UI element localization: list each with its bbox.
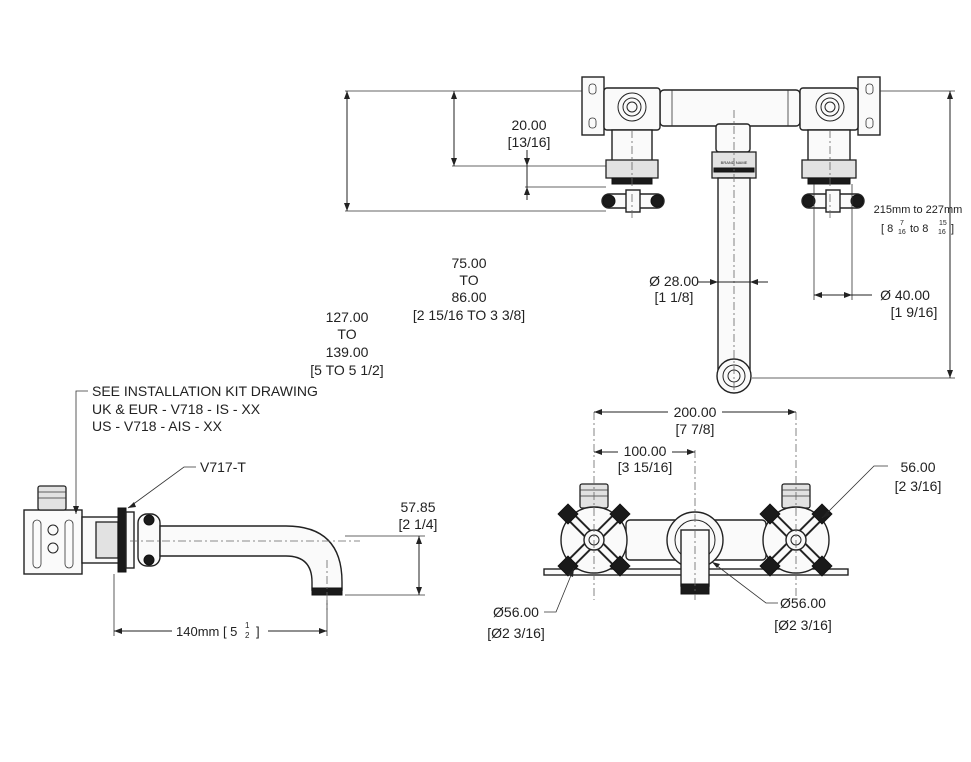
dia-56-left-imperial: [Ø2 3/16]: [487, 625, 545, 641]
mounting-plate-icon: [799, 76, 881, 136]
dim-215-imperial: [ 8 7 16 to 8 15 16 ]: [881, 220, 954, 236]
top-view: BRAND NAME: [581, 76, 881, 394]
side-spout: [159, 525, 343, 591]
dim-100-value: 100.00: [624, 443, 667, 459]
part-ref-label: V717-T: [200, 459, 246, 475]
svg-text:1: 1: [245, 621, 250, 630]
cross-handle-icon: [801, 189, 865, 213]
dim-127-to: TO: [337, 326, 356, 342]
dim-75-imperial: [2 15/16 TO 3 3/8]: [413, 307, 525, 323]
svg-text:7: 7: [900, 220, 904, 227]
dim-20-imperial: [13/16]: [508, 134, 551, 150]
dia-56-right-imperial: [Ø2 3/16]: [774, 617, 832, 633]
dim-127-value: 127.00: [326, 309, 369, 325]
svg-text:to 8: to 8: [910, 223, 928, 235]
svg-text:16: 16: [938, 229, 946, 236]
dia-56-right-value: Ø56.00: [780, 595, 826, 611]
mounting-plate-icon: [581, 76, 661, 136]
dim-28-imperial: [1 1/8]: [655, 289, 694, 305]
dim-56-value: 56.00: [900, 459, 935, 475]
dim-40-value: Ø 40.00: [880, 287, 930, 303]
svg-text:16: 16: [898, 229, 906, 236]
dim-75-to: TO: [459, 272, 478, 288]
dim-127-imperial: [5 TO 5 1/2]: [310, 362, 383, 378]
dim-57-value: 57.85: [400, 499, 435, 515]
svg-text:[ 8: [ 8: [881, 223, 893, 235]
dia-56-left-value: Ø56.00: [493, 604, 539, 620]
manifold-bar: [659, 89, 801, 127]
dim-139-value: 139.00: [326, 344, 369, 360]
dim-86-value: 86.00: [451, 289, 486, 305]
dim-56-imperial: [2 3/16]: [895, 478, 942, 494]
side-view: 57.85 [2 1/4] 140mm [ 5 1 2 ] SEE INSTAL…: [23, 383, 438, 640]
dim-140-label: 140mm [ 5 1 2 ]: [176, 621, 260, 640]
dim-40-imperial: [1 9/16]: [891, 304, 938, 320]
install-note-line3: US - V718 - AIS - XX: [92, 418, 223, 434]
cross-handle-icon: [137, 513, 161, 567]
cross-handle-icon: [601, 189, 665, 213]
dim-20-value: 20.00: [511, 117, 546, 133]
dim-28-value: Ø 28.00: [649, 273, 699, 289]
top-dimensions: 20.00 [13/16] 75.00 TO 86.00 [2 15/16 TO…: [310, 90, 963, 379]
dim-200-imperial: [7 7/8]: [676, 421, 715, 437]
dim-57-imperial: [2 1/4]: [399, 516, 438, 532]
svg-text:140mm [ 5: 140mm [ 5: [176, 624, 237, 639]
svg-text:]: ]: [256, 624, 260, 639]
svg-text:15: 15: [939, 220, 947, 227]
dim-200-value: 200.00: [674, 404, 717, 420]
install-note-line2: UK & EUR - V718 - IS - XX: [92, 401, 261, 417]
dim-215-value: 215mm to 227mm: [874, 204, 963, 216]
install-box: [23, 509, 83, 575]
front-view: 200.00 [7 7/8] 100.00 [3 15/16] 56.00 [2…: [487, 404, 941, 641]
install-note-line1: SEE INSTALLATION KIT DRAWING: [92, 383, 318, 399]
dim-75-value: 75.00: [451, 255, 486, 271]
dim-100-imperial: [3 15/16]: [618, 459, 673, 475]
svg-text:2: 2: [245, 631, 250, 640]
svg-text:]: ]: [951, 223, 954, 235]
